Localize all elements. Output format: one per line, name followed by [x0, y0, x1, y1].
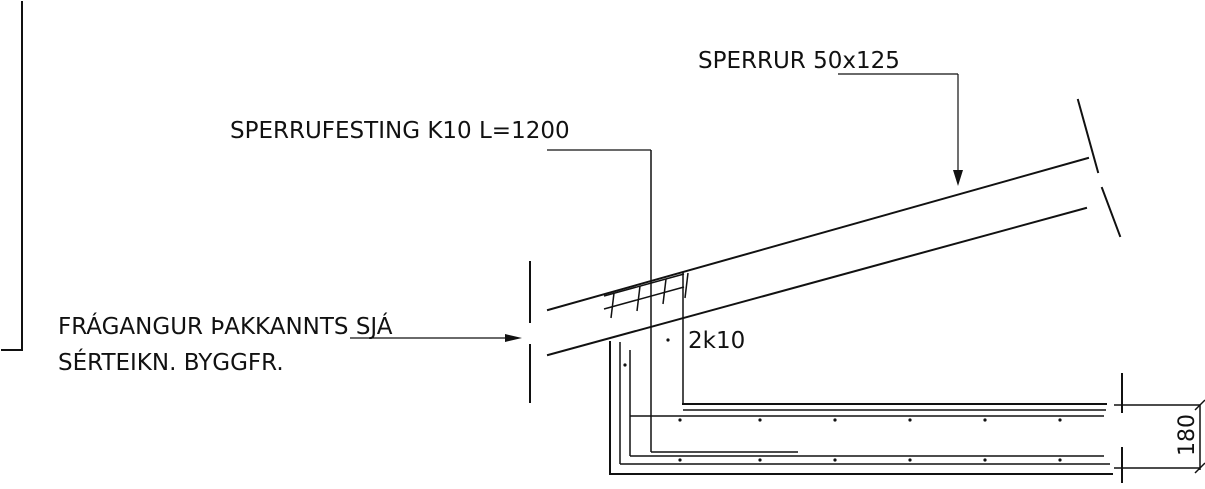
label-rafter-fixing: SPERRUFESTING K10 L=1200: [230, 118, 570, 144]
slab-thickness-dimension: [1114, 373, 1205, 483]
sheet-border: [1, 1, 23, 351]
leader-rafters: [838, 73, 963, 186]
rafter-member: [546, 98, 1122, 357]
label-rafters: SPERRUR 50x125: [698, 48, 900, 74]
rebar-dots: [623, 338, 1062, 462]
fixing-rebar: [650, 150, 798, 453]
label-bars: 2k10: [688, 328, 745, 354]
slab-edge: [609, 341, 1113, 475]
slab-thickness-label: 180: [1175, 414, 1200, 456]
leader-eave-finish: [350, 334, 522, 342]
label-eave-finish-line1: FRÁGANGUR ÞAKKANNTS SJÁ: [58, 312, 393, 340]
fixing-hatch: [603, 272, 689, 319]
label-eave-finish-line2: SÉRTEIKN. BYGGFR.: [58, 348, 284, 376]
